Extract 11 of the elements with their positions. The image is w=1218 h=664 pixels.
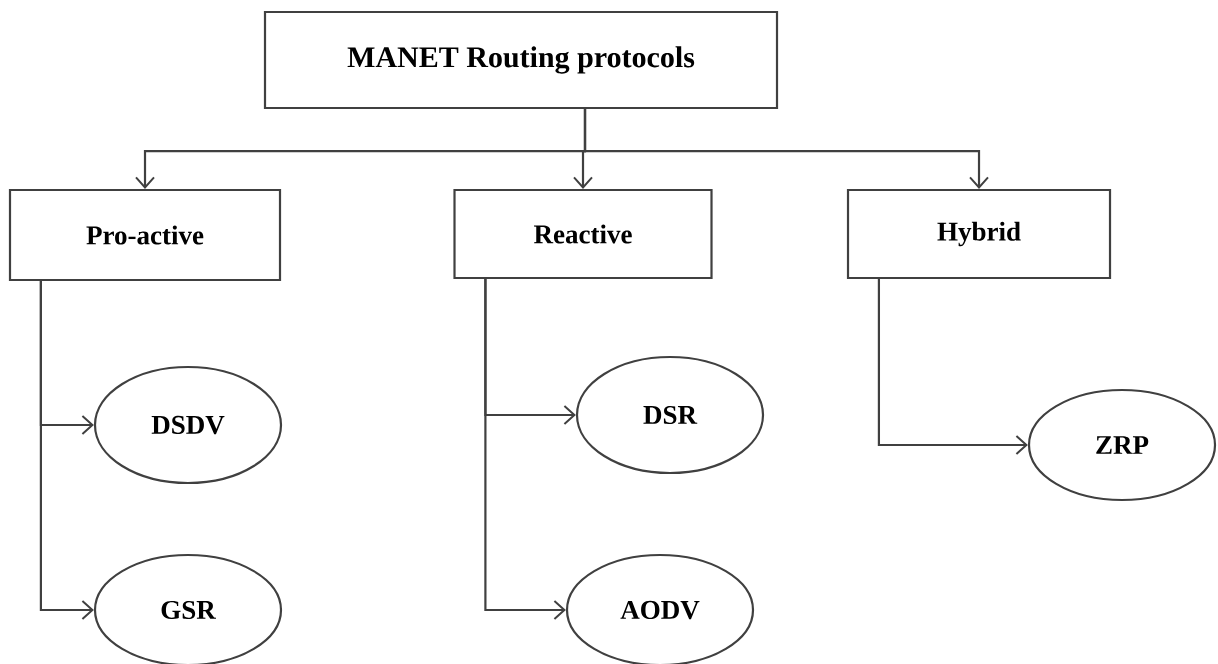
category-box: Hybrid: [846, 188, 1112, 280]
category-box: Reactive: [453, 188, 713, 280]
ellipse-node: ZRP: [1027, 388, 1217, 502]
ellipse-node: DSR: [575, 355, 765, 475]
title-box: MANET Routing protocols: [263, 10, 779, 110]
arrow: [39, 281, 94, 620]
ellipse-node: DSDV: [93, 365, 283, 485]
arrow: [583, 109, 989, 189]
arrow: [484, 279, 566, 620]
category-box: Pro-active: [8, 188, 282, 282]
arrow: [877, 279, 1028, 455]
